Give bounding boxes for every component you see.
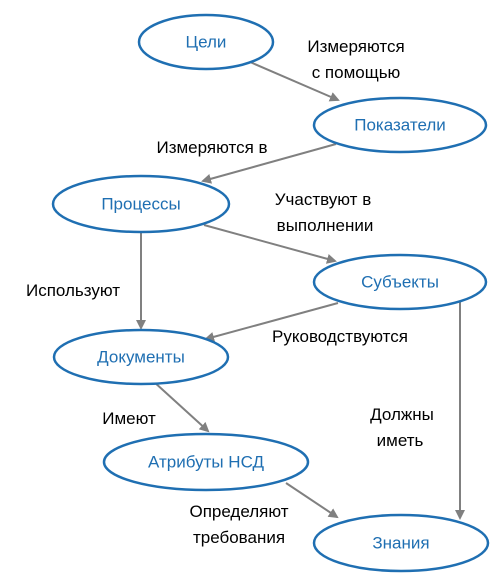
edge-label: Руководствуются <box>272 327 408 346</box>
edge-attributes-knowledge: Определяют требования <box>189 482 339 547</box>
edge-label: иметь <box>377 431 424 450</box>
node-ellipse <box>312 513 490 573</box>
node-ellipse <box>51 174 231 234</box>
edge-label: Должны <box>370 405 434 424</box>
edge-subjects-documents: Руководствуются <box>204 302 408 346</box>
edge-label: Измеряются <box>307 37 404 56</box>
node-label: Документы <box>97 348 185 367</box>
node-ellipse <box>312 96 488 154</box>
node-processes: Процессы <box>51 174 231 234</box>
edge-line <box>285 482 339 519</box>
edge-line <box>201 143 337 184</box>
node-documents: Документы <box>52 328 230 386</box>
node-label: Цели <box>186 33 227 52</box>
node-subjects: Субъекты <box>312 253 488 311</box>
edge-label: Измеряются в <box>156 138 267 157</box>
edge-line <box>152 380 210 433</box>
edge-goals-indicators: Измеряются с помощью <box>249 37 405 102</box>
node-label: Субъекты <box>361 273 439 292</box>
edge-label: требования <box>193 528 285 547</box>
edge-line <box>204 302 339 342</box>
node-label: Атрибуты НСД <box>148 453 264 472</box>
edge-documents-attributes: Имеют <box>102 380 210 433</box>
edge-label: выполнении <box>277 216 374 235</box>
edge-line <box>249 61 340 102</box>
node-label: Процессы <box>101 195 180 214</box>
node-ellipse <box>52 328 230 386</box>
edge-label: Используют <box>26 281 120 300</box>
edge-label: Имеют <box>102 409 156 428</box>
edge-line <box>203 224 337 264</box>
edge-label: Определяют <box>189 502 288 521</box>
edge-indicators-processes: Измеряются в <box>156 138 337 184</box>
edge-processes-subjects: Участвуют в выполнении <box>203 190 374 264</box>
node-ellipse <box>312 253 488 311</box>
node-nsd-attributes: Атрибуты НСД <box>102 432 310 492</box>
edge-label: с помощью <box>312 63 401 82</box>
node-ellipse <box>102 432 310 492</box>
edge-processes-documents: Используют <box>26 232 146 330</box>
node-label: Знания <box>372 534 429 553</box>
edge-label: Участвуют в <box>275 190 371 209</box>
node-knowledge: Знания <box>312 513 490 573</box>
node-ellipse <box>137 13 275 71</box>
node-goals: Цели <box>137 13 275 71</box>
edge-subjects-knowledge: Должны иметь <box>370 301 465 520</box>
node-label: Показатели <box>354 116 446 135</box>
node-indicators: Показатели <box>312 96 488 154</box>
